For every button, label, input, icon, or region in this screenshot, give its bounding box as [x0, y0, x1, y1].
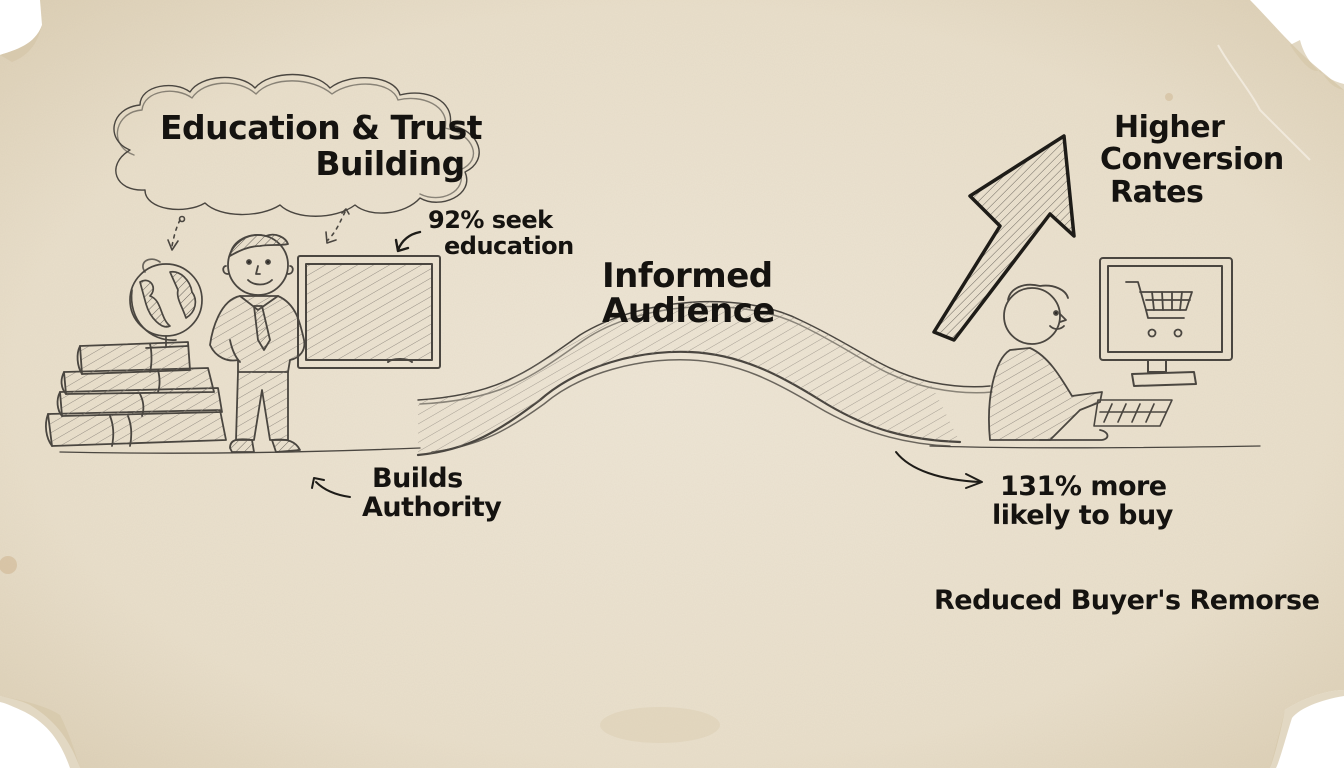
- cloud-title: Education & Trust Building: [160, 108, 483, 183]
- stat-buy-line1: 131% more: [1000, 471, 1167, 502]
- cloud-title-line2: Building: [315, 143, 465, 183]
- conversion-line1: Higher: [1114, 110, 1225, 145]
- stat-education-line2: education: [444, 231, 574, 260]
- authority-line2: Authority: [362, 492, 502, 524]
- authority-label: Builds Authority: [362, 463, 502, 524]
- stat-buy-label: 131% more likely to buy: [992, 472, 1173, 530]
- conversion-label: Higher Conversion Rates: [1100, 110, 1284, 210]
- bridge-label: Informed Audience: [602, 256, 776, 331]
- stat-education-label: 92% seek education: [428, 206, 574, 260]
- cloud-title-line1: Education & Trust: [160, 108, 483, 147]
- conversion-line2: Conversion: [1100, 142, 1284, 178]
- conversion-line3: Rates: [1110, 174, 1204, 210]
- bridge-line1: Informed: [602, 256, 773, 296]
- bridge-line2: Audience: [602, 290, 776, 331]
- remorse-label: Reduced Buyer's Remorse: [934, 585, 1320, 616]
- stat-buy-line2: likely to buy: [992, 500, 1173, 532]
- authority-line1: Builds: [372, 463, 463, 494]
- stat-education-line1: 92% seek: [428, 206, 553, 234]
